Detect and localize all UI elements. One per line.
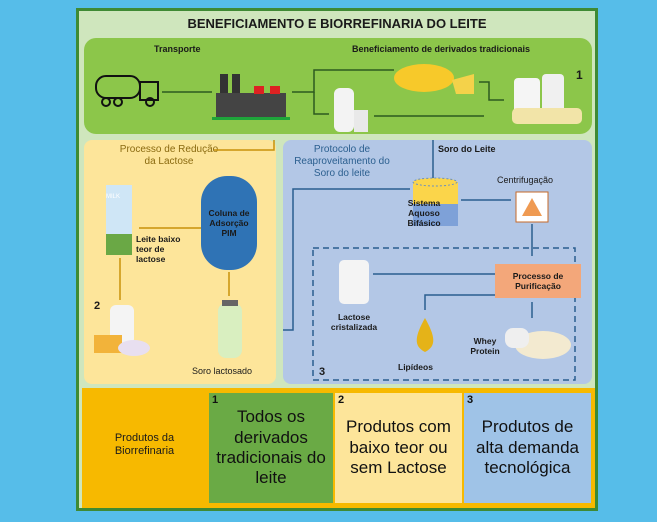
marker-2: 2 bbox=[94, 300, 101, 312]
low-lactose-label: Leite baixo teor de lactose bbox=[136, 234, 181, 265]
centrifuge-icon bbox=[522, 198, 542, 216]
products-label: Produtos da Biorrefinaria bbox=[114, 432, 175, 458]
product-3-number: 3 bbox=[467, 394, 474, 406]
milk-carton-icon: MILK bbox=[106, 185, 132, 255]
centrifuge-label: Centrifugação bbox=[497, 175, 554, 185]
factory-icon bbox=[212, 74, 290, 120]
whey-bottle-icon bbox=[218, 300, 242, 358]
whey-arrows bbox=[283, 140, 576, 381]
whey-lactose-label: Soro lactosado bbox=[192, 366, 253, 376]
transport-label: Transporte bbox=[154, 44, 201, 54]
two-phase-system-icon bbox=[412, 177, 458, 226]
whey-section-title: Protocolo de Reaproveitamento do Soro do… bbox=[294, 144, 390, 179]
cheese-icon bbox=[394, 64, 474, 94]
lactose-reduction-panel: Processo de Redução da Lactose Coluna de… bbox=[84, 140, 276, 384]
dairy-low-lactose-icon bbox=[94, 305, 150, 356]
lactose-arrows bbox=[94, 140, 275, 358]
product-2-text: Produtos com baixo teor ou sem Lactose bbox=[346, 417, 451, 478]
whey-protein-label: Whey Protein bbox=[470, 336, 500, 357]
whey-powder-icon bbox=[505, 328, 571, 359]
product-1-text: Todos os derivados tradicionais do leite bbox=[216, 407, 326, 488]
whey-reuse-panel: Protocolo de Reaproveitamento do Soro do… bbox=[283, 140, 592, 384]
flow-arrows bbox=[95, 64, 582, 132]
whey-label: Soro do Leite bbox=[438, 144, 496, 154]
traditional-label: Beneficiamento de derivados tradicionais bbox=[352, 44, 531, 54]
lactose-label: Lactose cristalizada bbox=[330, 312, 378, 333]
lipid-drop-icon bbox=[416, 318, 434, 352]
dairy-products-icon bbox=[512, 74, 582, 124]
truck-icon bbox=[95, 75, 159, 107]
lactose-section-title: Processo de Redução da Lactose bbox=[119, 144, 219, 167]
diagram-frame: BENEFICIAMENTO E BIORREFINARIA DO LEITE … bbox=[76, 8, 598, 511]
diagram-title: BENEFICIAMENTO E BIORREFINARIA DO LEITE bbox=[187, 16, 487, 31]
milk-bottle-icon bbox=[334, 88, 368, 132]
product-2-number: 2 bbox=[338, 394, 345, 406]
lactose-jar-icon bbox=[339, 260, 369, 304]
product-1-number: 1 bbox=[212, 394, 219, 406]
adsorption-column: Coluna de Adsorção PIM bbox=[201, 176, 257, 270]
marker-1: 1 bbox=[576, 68, 583, 82]
product-3-text: Produtos de alta demanda tecnológica bbox=[475, 417, 580, 478]
centrifuge-box bbox=[515, 191, 549, 223]
system-label: Sistema Aquoso Bifásico bbox=[407, 198, 441, 229]
lipids-label: Lipídeos bbox=[398, 362, 433, 372]
purification-box: Processo de Purificação bbox=[495, 264, 581, 298]
column-label: Coluna de Adsorção PIM bbox=[208, 207, 250, 239]
traditional-processing-panel: Transporte Beneficiamento de derivados t… bbox=[84, 38, 592, 134]
marker-3: 3 bbox=[319, 366, 326, 378]
products-dashed-box bbox=[312, 247, 576, 381]
